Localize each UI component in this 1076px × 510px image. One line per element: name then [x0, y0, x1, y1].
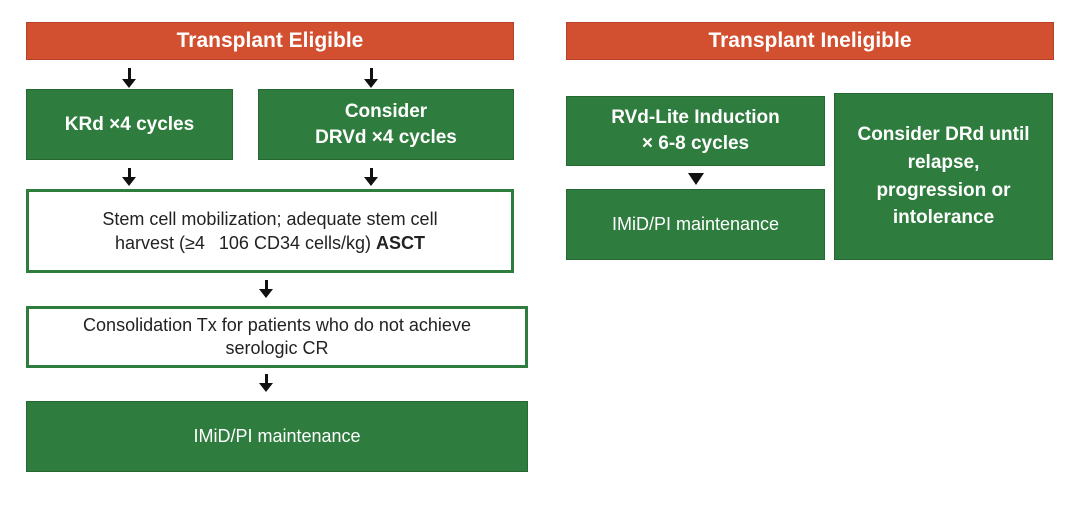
stem-cell-box: Stem cell mobilization; adequate stem ce… [26, 189, 514, 273]
rvd-lite-line1: RVd-Lite Induction [611, 107, 780, 129]
transplant-eligible-label: Transplant Eligible [176, 28, 364, 52]
transplant-ineligible-header: Transplant Ineligible [566, 22, 1054, 60]
asct-label: ASCT [376, 233, 425, 253]
krd-box: KRd ×4 cycles [26, 89, 233, 160]
stem-cell-line2: harvest (≥4 106 CD34 cells/kg) ASCT [115, 231, 425, 255]
stem-cell-line1: Stem cell mobilization; adequate stem ce… [102, 208, 438, 229]
drd-line2: relapse, [907, 151, 980, 173]
drd-box: Consider DRd until relapse, progression … [834, 93, 1053, 260]
ineligible-maintenance-box: IMiD/PI maintenance [566, 189, 825, 260]
consolidation-line1: Consolidation Tx for patients who do not… [83, 314, 471, 335]
transplant-ineligible-label: Transplant Ineligible [708, 28, 912, 52]
drvd-label-line1: Consider [344, 100, 428, 122]
eligible-maintenance-label: IMiD/PI maintenance [193, 426, 361, 447]
drvd-label-line2: DRVd ×4 cycles [315, 126, 457, 148]
drd-line1: Consider DRd until [857, 124, 1030, 146]
drd-line4: intolerance [892, 207, 995, 229]
transplant-eligible-header: Transplant Eligible [26, 22, 514, 60]
consolidation-box: Consolidation Tx for patients who do not… [26, 306, 528, 368]
drd-line3: progression or [876, 179, 1011, 201]
krd-label: KRd ×4 cycles [64, 113, 195, 135]
ineligible-maintenance-label: IMiD/PI maintenance [611, 214, 780, 235]
rvd-lite-box: RVd-Lite Induction × 6-8 cycles [566, 96, 825, 166]
consolidation-line2: serologic CR [225, 338, 329, 358]
eligible-maintenance-box: IMiD/PI maintenance [26, 401, 528, 472]
stem-cell-harvest-text: harvest (≥4 106 CD34 cells/kg) [115, 233, 371, 253]
rvd-lite-line2: × 6-8 cycles [641, 133, 750, 154]
drvd-box: Consider DRVd ×4 cycles [258, 89, 514, 160]
